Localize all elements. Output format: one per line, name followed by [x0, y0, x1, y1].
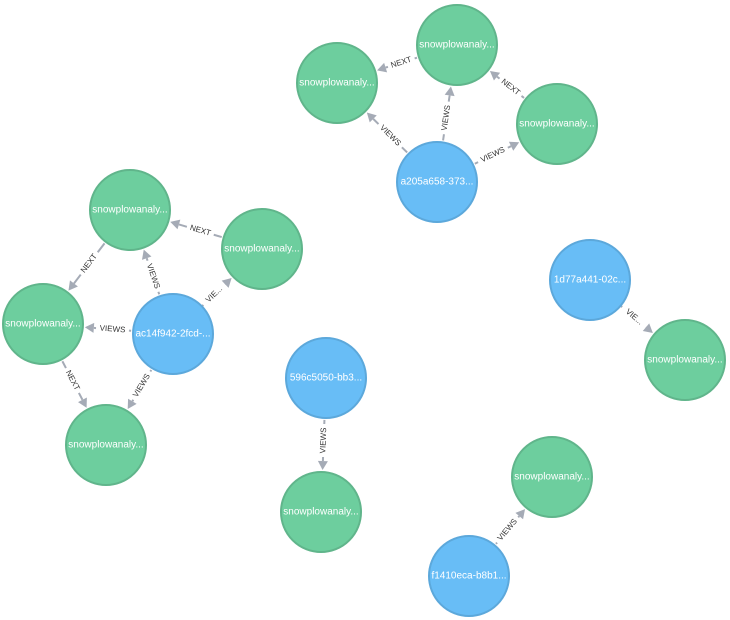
relationship-label: VIE...: [624, 307, 645, 326]
page-node-p1[interactable]: snowplowanaly...: [296, 42, 378, 124]
arrowhead-icon: [127, 398, 137, 410]
relationship-views-11[interactable]: VIEWS: [84, 322, 132, 335]
arrowhead-icon: [444, 86, 455, 97]
relationship-line: [96, 242, 106, 253]
page-node-p10[interactable]: snowplowanaly...: [511, 436, 593, 518]
arrowhead-icon: [317, 460, 328, 471]
relationship-label: VIEWS: [479, 145, 506, 164]
relationship-line: [507, 145, 512, 149]
nodes-layer: snowplowanaly...snowplowanaly...snowplow…: [2, 4, 726, 617]
node-circle[interactable]: [89, 169, 171, 251]
relationship-views-5[interactable]: VIEWS: [474, 141, 520, 165]
node-circle[interactable]: [428, 535, 510, 617]
node-circle[interactable]: [644, 319, 726, 401]
relationship-views-12[interactable]: VIEWS: [127, 369, 153, 410]
node-circle[interactable]: [511, 436, 593, 518]
relationship-label: VIEWS: [131, 372, 152, 399]
relationship-line: [78, 392, 84, 401]
relationship-next-2[interactable]: NEXT: [489, 71, 525, 99]
page-node-p3[interactable]: snowplowanaly...: [516, 83, 598, 165]
relationship-line: [414, 56, 418, 60]
relationship-label: NEXT: [500, 77, 522, 97]
relationship-line: [517, 515, 521, 518]
arrowhead-icon: [515, 509, 526, 520]
relationship-label: VIEWS: [378, 123, 403, 148]
node-circle[interactable]: [221, 208, 303, 290]
relationship-line: [442, 134, 445, 141]
node-circle[interactable]: [65, 404, 147, 486]
node-circle[interactable]: [132, 293, 214, 375]
relationship-label: NEXT: [189, 223, 212, 238]
relationship-next-8[interactable]: NEXT: [61, 360, 87, 408]
node-circle[interactable]: [296, 42, 378, 124]
relationship-line: [520, 95, 525, 99]
arrowhead-icon: [84, 322, 95, 333]
relationship-line: [61, 360, 67, 369]
relationship-line: [401, 146, 408, 154]
arrowhead-icon: [508, 141, 520, 151]
relationship-line: [157, 291, 161, 295]
relationship-label: VIE...: [204, 284, 224, 304]
relationship-label: VIEWS: [496, 517, 519, 543]
node-circle[interactable]: [2, 283, 84, 365]
relationship-next-6[interactable]: NEXT: [170, 219, 223, 239]
relationship-label: VIEWS: [440, 104, 453, 131]
arrowhead-icon: [68, 280, 78, 291]
relationship-label: NEXT: [64, 369, 82, 392]
relationship-vie-10[interactable]: VIE...: [199, 278, 232, 309]
relationship-label: NEXT: [79, 252, 99, 275]
relationship-line: [496, 75, 501, 80]
relationship-line: [131, 399, 135, 402]
page-node-p8[interactable]: snowplowanaly...: [280, 471, 362, 553]
relationship-line: [178, 223, 188, 228]
node-circle[interactable]: [285, 337, 367, 419]
arrowhead-icon: [366, 112, 377, 123]
page-node-p7[interactable]: snowplowanaly...: [65, 404, 147, 486]
user-node-u4[interactable]: 1d77a441-02c...: [549, 239, 631, 321]
node-circle[interactable]: [549, 239, 631, 321]
arrowhead-icon: [489, 71, 501, 81]
relationship-views-3[interactable]: VIEWS: [366, 112, 408, 154]
relationship-line: [474, 161, 479, 165]
relationship-vie-14[interactable]: VIE...: [618, 304, 653, 333]
arrowhead-icon: [170, 219, 181, 230]
relationship-line: [447, 95, 451, 102]
relationship-views-4[interactable]: VIEWS: [440, 86, 455, 141]
arrowhead-icon: [642, 323, 653, 333]
relationship-label: VIEWS: [318, 427, 328, 453]
relationship-views-13[interactable]: VIEWS: [317, 419, 328, 471]
relationship-line: [213, 233, 223, 239]
user-node-u1[interactable]: a205a658-373...: [396, 141, 478, 223]
relationship-line: [73, 273, 82, 285]
arrowhead-icon: [377, 62, 388, 73]
node-circle[interactable]: [416, 4, 498, 86]
relationship-line: [495, 541, 498, 545]
relationship-line: [372, 118, 380, 125]
arrowhead-icon: [141, 249, 152, 260]
relationship-views-15[interactable]: VIEWS: [495, 509, 526, 545]
node-circle[interactable]: [280, 471, 362, 553]
user-node-u5[interactable]: f1410eca-b8b1...: [428, 535, 510, 617]
page-node-p5[interactable]: snowplowanaly...: [221, 208, 303, 290]
user-node-u2[interactable]: ac14f942-2fcd-...: [132, 293, 214, 375]
relationship-next-7[interactable]: NEXT: [68, 242, 106, 291]
user-node-u3[interactable]: 596c5050-bb3...: [285, 337, 367, 419]
arrowhead-icon: [78, 397, 87, 408]
relationship-next-1[interactable]: NEXT: [377, 55, 418, 73]
page-node-p9[interactable]: snowplowanaly...: [644, 319, 726, 401]
relationship-line: [149, 369, 153, 373]
arrowhead-icon: [221, 278, 232, 288]
relationship-label: NEXT: [390, 55, 413, 70]
relationship-line: [385, 65, 389, 69]
relationship-views-9[interactable]: VIEWS: [141, 249, 162, 295]
page-node-p2[interactable]: snowplowanaly...: [416, 4, 498, 86]
node-circle[interactable]: [396, 141, 478, 223]
node-circle[interactable]: [516, 83, 598, 165]
relationship-label: VIEWS: [145, 262, 162, 289]
relationship-label: VIEWS: [99, 323, 125, 334]
page-node-p4[interactable]: snowplowanaly...: [89, 169, 171, 251]
relationship-line: [145, 257, 149, 261]
page-node-p6[interactable]: snowplowanaly...: [2, 283, 84, 365]
